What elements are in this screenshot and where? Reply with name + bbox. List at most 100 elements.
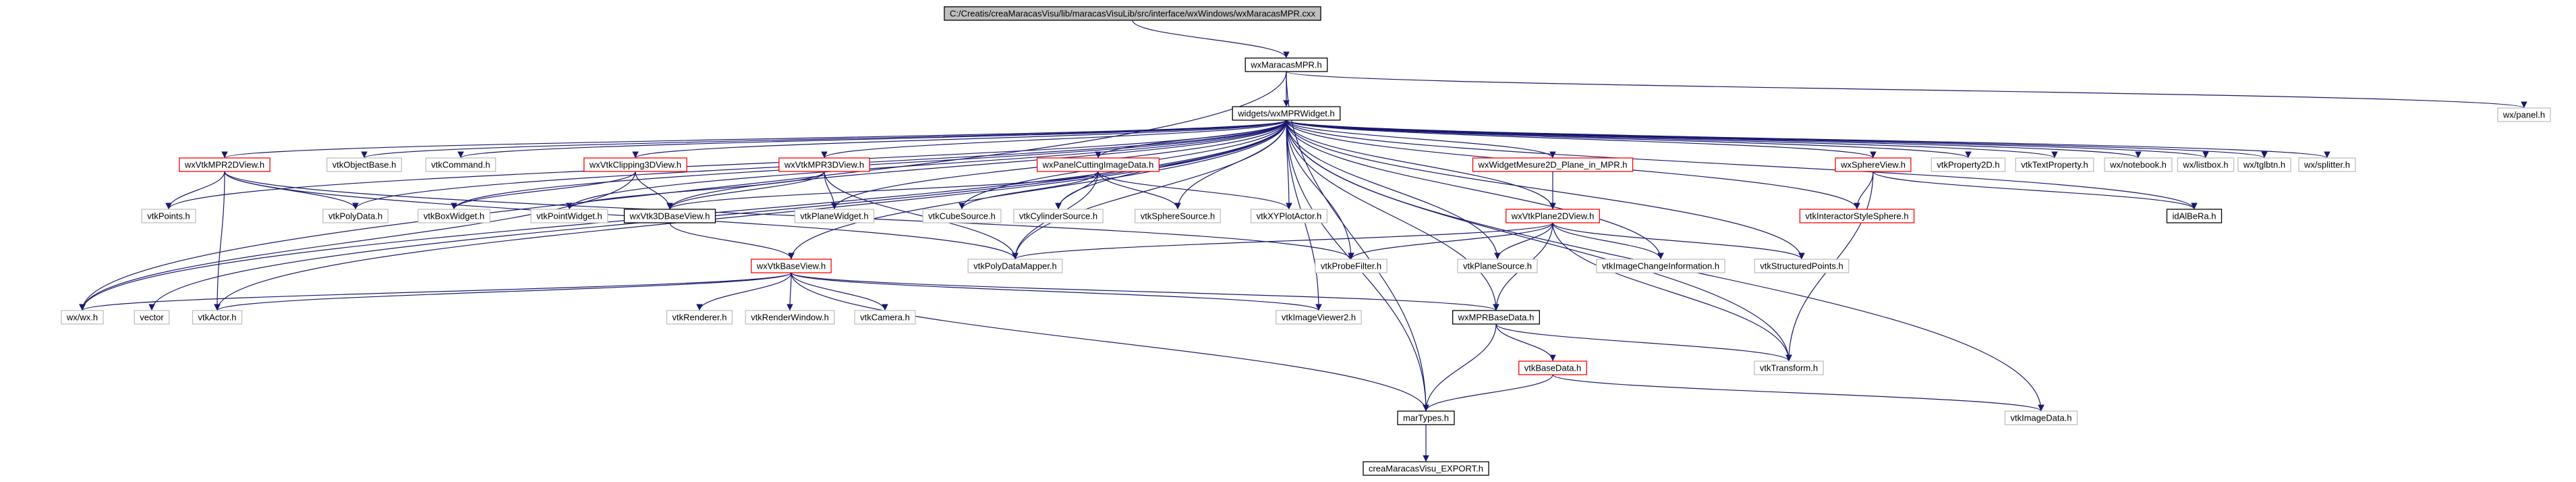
node-vtkproperty2d: vtkProperty2D.h <box>1930 157 2006 172</box>
edge-widgets-to-vtkstructuredpoints <box>1286 119 1805 260</box>
node-box <box>1472 157 1634 172</box>
node-label: vtkPoints.h <box>147 211 190 221</box>
node-box <box>1036 157 1160 172</box>
node-label: vtkProperty2D.h <box>1937 160 1999 170</box>
node-box <box>179 157 270 172</box>
node-label: vtkBoxWidget.h <box>424 211 484 221</box>
edge-wxvtkbaseview-to-vtkrenderer <box>696 272 792 311</box>
edge-widgets-to-vtkobjectbase <box>361 119 1287 159</box>
node-label: vtkCamera.h <box>860 313 910 323</box>
node-box <box>1596 259 1725 273</box>
node-wxwx: wx/wx.h <box>61 310 104 325</box>
node-box <box>1276 310 1362 325</box>
node-wxmaracasmpr[interactable]: wxMaracasMPR.h <box>1244 57 1328 72</box>
node-label: vtkCommand.h <box>431 160 490 170</box>
node-label: vtkPolyDataMapper.h <box>973 261 1057 271</box>
edge-wxvtk3dbaseview-to-wxvtkbaseview <box>669 222 795 260</box>
node-wxvtk3dbaseview[interactable]: wxVtk3DBaseView.h <box>623 209 716 223</box>
edge-wxvtkbaseview-to-vtkrenderwindow <box>786 272 793 311</box>
edge-wxpanelcutting-to-vtkcubesource <box>958 171 1099 210</box>
node-wxvtkmpr3dview[interactable]: wxVtkMPR3DView.h <box>778 157 870 172</box>
edge-wxsphereview-to-idalbera <box>1872 171 2198 210</box>
edge-widgets-to-vtkproperty2d <box>1286 119 1972 159</box>
node-creamaracasvisu[interactable]: creaMaracasVisu_EXPORT.h <box>1363 461 1489 476</box>
node-label: wx/wx.h <box>66 313 98 323</box>
node-box <box>944 6 1321 21</box>
node-vtkimageviewer2: vtkImageViewer2.h <box>1276 310 1362 325</box>
node-label: vtkCylinderSource.h <box>1019 211 1097 221</box>
node-vtkprobefilter: vtkProbeFilter.h <box>1315 259 1387 273</box>
node-label: vtkPolyData.h <box>328 211 382 221</box>
edge-wxvtkbaseview-to-vtkcamera <box>791 272 888 311</box>
node-label: vtkTransform.h <box>1760 363 1818 373</box>
node-label: wx/panel.h <box>2502 110 2545 120</box>
node-box <box>1244 57 1328 72</box>
edge-wxvtkclipping3dview-to-wxwx <box>79 171 636 311</box>
node-label: vtkActor.h <box>198 313 236 323</box>
node-vtkspheresource: vtkSphereSource.h <box>1135 209 1221 223</box>
node-box <box>2237 157 2291 172</box>
node-vtkimagechangeinformation: vtkImageChangeInformation.h <box>1596 259 1725 273</box>
edge-widgets-to-idalbera <box>1286 119 2198 210</box>
edge-wxvtkbaseview-to-vtkactor <box>214 272 792 311</box>
node-label: wxVtkBaseView.h <box>756 261 826 271</box>
edge-widgets-to-vtkactor <box>214 119 1287 311</box>
node-wxvtkbaseview[interactable]: wxVtkBaseView.h <box>751 259 832 273</box>
node-label: vtkTextProperty.h <box>2021 160 2088 170</box>
edge-wxpanelcutting-to-wxvtk3dbaseview <box>666 171 1099 210</box>
edge-wxvtkbaseview-to-martypes <box>791 272 1429 412</box>
node-box <box>2004 410 2078 425</box>
node-wxpanel: wx/panel.h <box>2497 107 2551 122</box>
node-label: vtkPlaneSource.h <box>1463 261 1532 271</box>
node-widgets[interactable]: widgets/wxMPRWidget.h <box>1232 106 1341 121</box>
node-label: wxPanelCuttingImageData.h <box>1042 160 1154 170</box>
node-label: wxMPRBaseData.h <box>1458 313 1535 323</box>
node-idalbera[interactable]: idAlBeRa.h <box>2166 209 2223 223</box>
node-box <box>1452 310 1541 325</box>
node-wxsphereview[interactable]: wxSphereView.h <box>1835 157 1912 172</box>
node-box <box>1135 209 1221 223</box>
node-label: wx/notebook.h <box>2109 160 2167 170</box>
edge-wxvtkmpr3dview-to-wxvtk3dbaseview <box>666 171 825 210</box>
node-root[interactable]: C:/Creatis/creaMaracasVisu/lib/maracasVi… <box>944 6 1321 21</box>
edge-wxvtkplane2dview-to-vtkimagechangeinformation <box>1552 222 1664 260</box>
edge-widgets-to-vtkboxwidget <box>451 119 1287 210</box>
node-box <box>192 310 243 325</box>
node-martypes[interactable]: marTypes.h <box>1397 410 1455 425</box>
edge-widgets-to-wxmprbasedata <box>1286 119 1499 311</box>
node-box <box>2104 157 2173 172</box>
node-vtkinteractorstylesphere[interactable]: vtkInteractorStyleSphere.h <box>1799 209 1915 223</box>
node-wxvtkmpr2dview[interactable]: wxVtkMPR2DView.h <box>179 157 270 172</box>
node-wxwidgetmesure2d[interactable]: wxWidgetMesure2D_Plane_in_MPR.h <box>1472 157 1634 172</box>
node-box <box>1930 157 2006 172</box>
node-vtkcubesource: vtkCubeSource.h <box>922 209 1002 223</box>
edge-widgets-to-vtkprobefilter <box>1286 119 1354 260</box>
edge-wxvtkmpr2dview-to-vtkpolydata <box>224 171 359 210</box>
nodes-layer: C:/Creatis/creaMaracasVisu/lib/maracasVi… <box>61 6 2551 476</box>
node-label: vtkRenderer.h <box>672 313 727 323</box>
node-box <box>2177 157 2235 172</box>
edge-wxvtkplane2dview-to-vtkplanesource <box>1494 222 1553 260</box>
node-vtkbasedata[interactable]: vtkBaseData.h <box>1518 360 1587 375</box>
edge-wxvtkplane2dview-to-vtkstructuredpoints <box>1552 222 1805 260</box>
node-wxvtkplane2dview[interactable]: wxVtkPlane2DView.h <box>1506 209 1600 223</box>
edge-wxmprbasedata-to-martypes <box>1423 323 1497 412</box>
edge-wxvtkplane2dview-to-vtktransform <box>1552 222 1792 362</box>
node-label: wx/tglbtn.h <box>2243 160 2285 170</box>
node-vtkstructuredpoints: vtkStructuredPoints.h <box>1754 259 1850 273</box>
node-wxmprbasedata[interactable]: wxMPRBaseData.h <box>1452 310 1541 325</box>
node-box <box>1315 259 1387 273</box>
node-vtkxyplotactor: vtkXYPlotActor.h <box>1250 209 1328 223</box>
node-box <box>1835 157 1912 172</box>
node-label: widgets/wxMPRWidget.h <box>1237 109 1335 119</box>
node-wxpanelcutting[interactable]: wxPanelCuttingImageData.h <box>1036 157 1160 172</box>
edge-wxmaracasmpr-to-wxpanel <box>1286 71 2527 109</box>
node-box <box>134 310 170 325</box>
edge-wxpanelcutting-to-vtkspheresource <box>1097 171 1181 210</box>
node-vtkimagedata: vtkImageData.h <box>2004 410 2078 425</box>
node-wxvtkclipping3dview[interactable]: wxVtkClipping3DView.h <box>583 157 687 172</box>
node-label: wxWidgetMesure2D_Plane_in_MPR.h <box>1477 160 1627 170</box>
node-box <box>530 209 608 223</box>
node-box <box>1506 209 1600 223</box>
node-vector: vector <box>134 310 170 325</box>
